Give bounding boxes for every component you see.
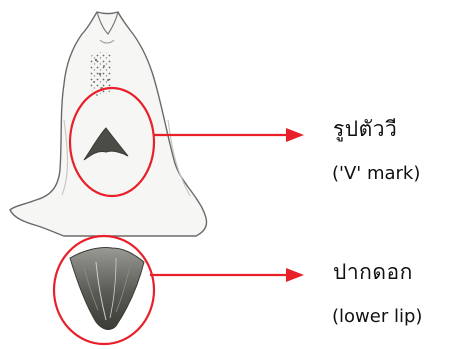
lower-lip-label-thai: ปากดอก [333, 256, 413, 289]
flower-body [10, 12, 207, 236]
pointer-arrow-v-mark [154, 128, 304, 142]
v-mark-label-en: ('V' mark) [332, 163, 420, 184]
lower-lip-shape [70, 247, 144, 329]
pointer-arrow-lower-lip [150, 268, 304, 282]
lower-lip-label-en: (lower lip) [332, 306, 422, 327]
v-mark-label-thai: รูปตัววี [333, 113, 397, 146]
